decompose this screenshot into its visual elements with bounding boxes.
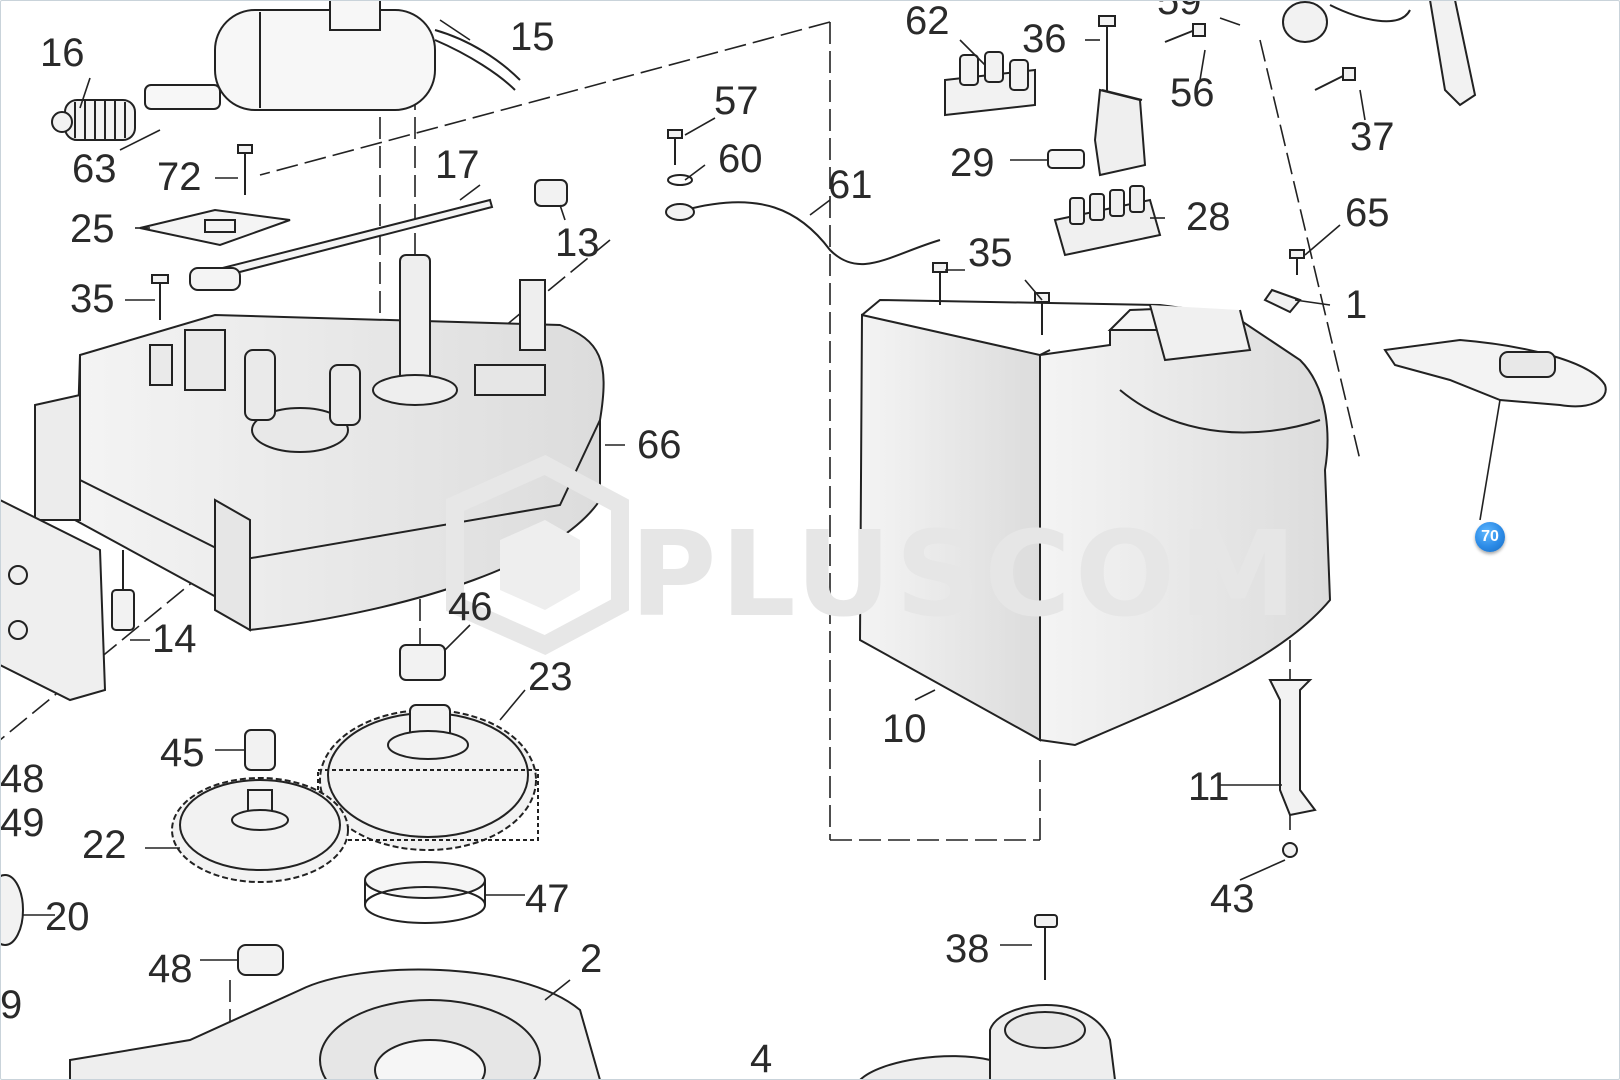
watermark-text: PLUSCOM [630,505,1301,643]
terminal-block-62-part [944,51,1036,117]
callout-label-36: 36 [1022,17,1067,61]
clip-part [1263,288,1302,314]
cover-part [858,298,1332,747]
callout-label-4: 4 [750,1037,772,1080]
callout-label-49: 49 [0,801,45,845]
mounting-bracket-part [0,498,107,702]
callout-label-57: 57 [714,79,759,123]
bushings [237,644,446,976]
callout-label-1: 1 [1345,283,1367,327]
callout-label-38: 38 [945,927,990,971]
callout-label-2: 2 [580,937,602,981]
gear-20-part [0,874,24,946]
gear-22-part [171,777,349,883]
callout-label-72: 72 [157,155,202,199]
shaft-part [189,198,494,291]
callout-label-28: 28 [1186,195,1231,239]
callout-label-61: 61 [828,163,873,207]
worm-gear-part [51,99,136,141]
callout-label-17: 17 [435,143,480,187]
ring-47-part [364,861,486,924]
cover-plate-part [139,208,291,247]
fuse-part [1047,149,1085,169]
callout-label-22: 22 [82,823,127,867]
base-part-4 [858,1004,1117,1080]
callout-label-20: 20 [45,895,90,939]
callout-label-11: 11 [1188,765,1230,809]
release-lever-parts [1282,0,1477,107]
callout-label-63: 63 [72,147,117,191]
callout-label-48: 48 [0,757,45,801]
earth-wire-part [665,174,941,266]
callout-label-16: 16 [40,31,85,75]
callout-label-43: 43 [1210,877,1255,921]
callout-label-35: 35 [968,231,1013,275]
callout-label-46: 46 [448,585,493,629]
gearbox-base-part [69,968,602,1080]
callout-label-13: 13 [555,221,600,265]
handle-cover-70-part [1383,338,1607,408]
housing-part [34,254,605,632]
callout-label-14: 14 [152,617,197,661]
callout-label-56: 56 [1170,71,1215,115]
watermark: PLUSCOM [446,454,1301,656]
callout-label-35: 35 [70,277,115,321]
callout-label-37: 37 [1350,115,1395,159]
microswitch-part [111,550,135,631]
bracket-11-part [1268,679,1317,817]
callout-label-29: 29 [950,141,995,185]
callout-label-10: 10 [882,707,927,751]
callout-label-62: 62 [905,0,950,43]
callout-label-45: 45 [160,731,205,775]
callout-label-65: 65 [1345,191,1390,235]
callout-label-60: 60 [718,137,763,181]
callout-label-15: 15 [510,15,555,59]
callout-label-9: 9 [0,983,22,1027]
motor-part [144,0,521,111]
callout-label-48: 48 [148,947,193,991]
callout-label-59: 59 [1157,0,1202,23]
fuse-holder-part [1093,88,1147,177]
bush-part [534,179,568,207]
callout-label-23: 23 [528,655,573,699]
hotspot-label: 70 [1481,528,1499,545]
gear-23-part [317,704,539,851]
callout-label-25: 25 [70,207,115,251]
hotspot-marker[interactable]: 70 [1475,522,1505,552]
callout-label-47: 47 [525,877,570,921]
callout-leader-lines [22,17,1501,1001]
terminal-block-28-part [1053,185,1162,257]
callout-label-66: 66 [637,423,682,467]
screws [151,15,1356,980]
